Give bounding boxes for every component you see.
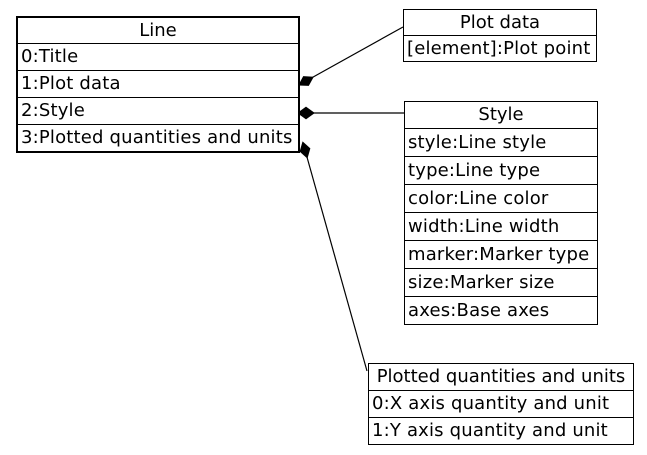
- node-plot-data-title: Plot data: [459, 12, 541, 33]
- node-plotted-quantities-title: Plotted quantities and units: [376, 366, 626, 387]
- composition-diamond-icon: [297, 106, 315, 120]
- node-style-title: Style: [478, 104, 524, 125]
- composition-diamond-icon: [299, 141, 311, 159]
- node-style-row-1[interactable]: type:Line type: [405, 156, 597, 184]
- connector-plotted-quantities: [304, 149, 368, 372]
- node-style[interactable]: Style style:Line style type:Line type co…: [404, 101, 598, 325]
- node-plotted-quantities-row-0[interactable]: 0:X axis quantity and unit: [369, 390, 633, 417]
- node-plotted-quantities[interactable]: Plotted quantities and units 0:X axis qu…: [368, 363, 634, 445]
- node-line[interactable]: Line 0:Title 1:Plot data 2:Style 3:Plott…: [16, 16, 300, 153]
- node-style-row-2[interactable]: color:Line color: [405, 184, 597, 212]
- node-style-row-4[interactable]: marker:Marker type: [405, 240, 597, 268]
- node-style-row-0[interactable]: style:Line style: [405, 128, 597, 156]
- node-style-row-6[interactable]: axes:Base axes: [405, 296, 597, 324]
- node-style-row-5[interactable]: size:Marker size: [405, 268, 597, 296]
- node-line-row-1[interactable]: 1:Plot data: [18, 70, 298, 97]
- node-plotted-quantities-row-1[interactable]: 1:Y axis quantity and unit: [369, 417, 633, 444]
- node-plot-data[interactable]: Plot data [element]:Plot point: [403, 9, 597, 62]
- node-plot-data-row-0[interactable]: [element]:Plot point: [404, 35, 596, 61]
- node-line-row-2[interactable]: 2:Style: [18, 97, 298, 124]
- node-line-title: Line: [139, 20, 177, 41]
- connector-plot-data: [305, 26, 404, 82]
- node-style-row-3[interactable]: width:Line width: [405, 212, 597, 240]
- node-line-row-3[interactable]: 3:Plotted quantities and units: [18, 124, 298, 151]
- composition-diamond-icon: [298, 76, 314, 86]
- node-line-row-0[interactable]: 0:Title: [18, 43, 298, 70]
